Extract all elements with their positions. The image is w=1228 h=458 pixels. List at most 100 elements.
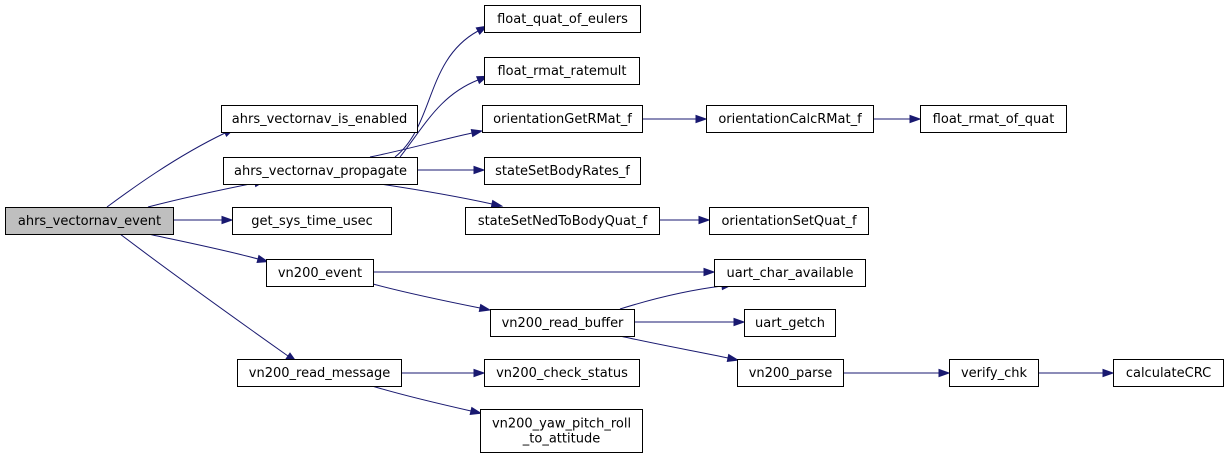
- edge-verify_chk-to-calculateCRC: [1038, 368, 1115, 378]
- arrowhead: [695, 114, 708, 124]
- arrowhead: [726, 353, 740, 362]
- edge-line: [399, 79, 479, 158]
- arrowhead: [473, 165, 486, 175]
- node-box: [1113, 359, 1224, 387]
- node-label: float_rmat_of_quat: [933, 112, 1055, 127]
- node-ahrs_vectornav_propagate[interactable]: ahrs_vectornav_propagate: [223, 157, 418, 185]
- arrowhead: [473, 368, 486, 378]
- edge-vn200_read_message-to-vn200_check_status: [401, 368, 486, 378]
- node-label: verify_chk: [961, 366, 1028, 381]
- node-vn200_read_message[interactable]: vn200_read_message: [237, 359, 402, 387]
- edge-ahrs_vectornav_propagate-to-orientationGetRMat_f: [369, 129, 484, 158]
- node-box: [484, 5, 641, 33]
- edge-ahrs_vectornav_propagate-to-stateSetNedToBodyQuat_f: [379, 183, 504, 208]
- node-orientationGetRMat_f[interactable]: orientationGetRMat_f: [482, 105, 643, 133]
- edge-ahrs_vectornav_event-to-get_sys_time_usec: [173, 215, 234, 225]
- edge-vn200_read_message-to-vn200_yaw_pitch_roll_to_attitude: [371, 385, 483, 415]
- edge-stateSetNedToBodyQuat_f-to-orientationSetQuat_f: [659, 215, 711, 225]
- node-uart_char_available[interactable]: uart_char_available: [714, 259, 866, 287]
- node-box: [232, 207, 392, 235]
- arrowhead: [1102, 368, 1115, 378]
- node-label: orientationCalcRMat_f: [718, 112, 862, 127]
- edge-line: [379, 183, 493, 205]
- edge-vn200_read_buffer-to-vn200_parse: [619, 335, 740, 362]
- arrowhead: [733, 317, 746, 327]
- edge-line: [106, 132, 226, 208]
- node-box: [920, 105, 1067, 133]
- node-box: [221, 105, 418, 133]
- edge-ahrs_vectornav_propagate-to-float_quat_of_eulers: [394, 25, 489, 158]
- node-label: vn200_read_message: [249, 366, 390, 381]
- edge-line: [147, 182, 256, 208]
- edge-line: [394, 30, 479, 158]
- arrowhead: [938, 368, 951, 378]
- node-label: stateSetBodyRates_f: [495, 164, 630, 179]
- arrowhead: [221, 215, 234, 225]
- node-label: vn200_yaw_pitch_roll: [492, 417, 631, 432]
- node-box: [5, 207, 174, 235]
- node-vn200_parse[interactable]: vn200_parse: [737, 359, 844, 387]
- node-vn200_check_status[interactable]: vn200_check_status: [484, 359, 640, 387]
- node-orientationCalcRMat_f[interactable]: orientationCalcRMat_f: [706, 105, 874, 133]
- node-label: ahrs_vectornav_is_enabled: [232, 112, 407, 127]
- node-label: vn200_read_buffer: [502, 316, 624, 331]
- node-box: [237, 359, 402, 387]
- edge-line: [372, 283, 481, 309]
- node-label: vn200_event: [278, 266, 362, 281]
- node-ahrs_vectornav_event[interactable]: ahrs_vectornav_event: [5, 207, 174, 235]
- node-label: stateSetNedToBodyQuat_f: [478, 214, 648, 229]
- node-vn200_yaw_pitch_roll_to_attitude[interactable]: vn200_yaw_pitch_roll_to_attitude: [480, 409, 643, 453]
- node-vn200_event[interactable]: vn200_event: [266, 259, 374, 287]
- node-float_rmat_of_quat[interactable]: float_rmat_of_quat: [920, 105, 1067, 133]
- node-float_rmat_ratemult[interactable]: float_rmat_ratemult: [484, 57, 640, 85]
- node-vn200_read_buffer[interactable]: vn200_read_buffer: [490, 309, 635, 337]
- node-stateSetNedToBodyQuat_f[interactable]: stateSetNedToBodyQuat_f: [465, 207, 660, 235]
- edge-vn200_event-to-vn200_read_buffer: [372, 283, 492, 312]
- node-label: ahrs_vectornav_event: [18, 214, 161, 229]
- node-box: [714, 259, 866, 287]
- arrowhead: [256, 254, 270, 263]
- node-label: orientationGetRMat_f: [493, 112, 632, 127]
- node-label: get_sys_time_usec: [251, 214, 373, 229]
- node-box: [480, 409, 643, 453]
- arrowhead: [698, 215, 711, 225]
- edge-ahrs_vectornav_propagate-to-stateSetBodyRates_f: [417, 165, 486, 175]
- node-orientationSetQuat_f[interactable]: orientationSetQuat_f: [709, 207, 869, 235]
- arrowhead: [469, 406, 483, 415]
- node-box: [744, 309, 836, 337]
- edge-line: [369, 132, 473, 158]
- node-get_sys_time_usec[interactable]: get_sys_time_usec: [232, 207, 392, 235]
- node-label: vn200_parse: [749, 366, 833, 381]
- node-box: [484, 57, 640, 85]
- node-box: [709, 207, 869, 235]
- node-label: _to_attitude: [522, 432, 600, 447]
- nodes-layer: ahrs_vectornav_event ahrs_vectornav_is_en…: [5, 5, 1224, 453]
- node-label: float_rmat_ratemult: [497, 64, 626, 79]
- arrowhead: [703, 267, 716, 277]
- node-box: [484, 157, 641, 185]
- node-label: vn200_check_status: [496, 366, 628, 381]
- node-ahrs_vectornav_is_enabled[interactable]: ahrs_vectornav_is_enabled: [221, 105, 418, 133]
- node-stateSetBodyRates_f[interactable]: stateSetBodyRates_f: [484, 157, 641, 185]
- edge-line: [119, 233, 289, 357]
- edge-line: [371, 385, 472, 412]
- edge-line: [619, 285, 723, 310]
- node-label: uart_char_available: [726, 266, 853, 281]
- node-box: [949, 359, 1039, 387]
- edge-ahrs_vectornav_event-to-ahrs_vectornav_is_enabled: [106, 128, 236, 208]
- edge-vn200_event-to-uart_char_available: [373, 267, 716, 277]
- node-box: [266, 259, 374, 287]
- edge-orientationGetRMat_f-to-orientationCalcRMat_f: [641, 114, 708, 124]
- node-uart_getch[interactable]: uart_getch: [744, 309, 836, 337]
- arrowhead: [478, 303, 492, 312]
- node-label: calculateCRC: [1126, 366, 1211, 381]
- node-box: [482, 105, 643, 133]
- node-box: [223, 157, 418, 185]
- node-calculateCRC[interactable]: calculateCRC: [1113, 359, 1224, 387]
- node-box: [484, 359, 640, 387]
- edge-ahrs_vectornav_event-to-vn200_event: [147, 233, 270, 263]
- node-verify_chk[interactable]: verify_chk: [949, 359, 1039, 387]
- arrowhead: [909, 114, 922, 124]
- node-float_quat_of_eulers[interactable]: float_quat_of_eulers: [484, 5, 641, 33]
- edge-line: [147, 233, 259, 260]
